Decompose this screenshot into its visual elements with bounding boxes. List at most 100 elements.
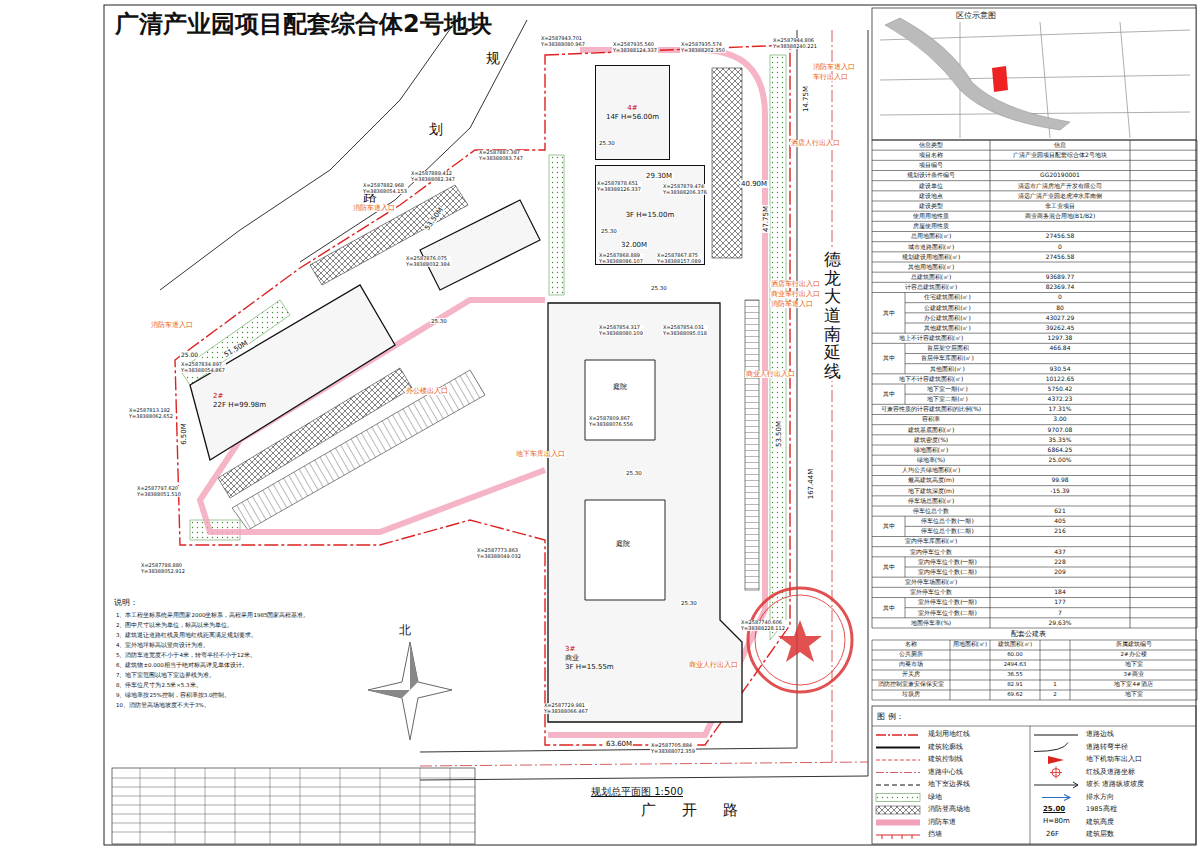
table-cell: 建筑基底面积(㎡) xyxy=(872,425,990,435)
legend-text: 红线及道路坐标 xyxy=(1086,768,1135,777)
legend-sample xyxy=(876,794,920,802)
note-line: 4、室外地坪标高以竖向设计为准。 xyxy=(115,642,211,648)
table-cell: 名称 xyxy=(872,640,950,650)
grid-line xyxy=(1130,140,1131,628)
grid-line xyxy=(872,262,1197,263)
dimension-label: 6.50M xyxy=(180,422,188,446)
entrance-label: 商业车行出入口 xyxy=(770,291,821,298)
legend-divider xyxy=(872,726,1196,844)
grid-line xyxy=(872,516,1197,517)
table-cell: 其他用地面积(㎡) xyxy=(872,262,990,272)
entrance-label: 消防车道入口 xyxy=(352,205,396,212)
coordinate-label: X=2587729.981 Y=38388066.467 xyxy=(543,703,589,714)
coordinate-label: X=2587943.701 Y=38388080.967 xyxy=(540,36,586,47)
elevation-label: 25.30 xyxy=(680,600,698,606)
table-cell: 0 xyxy=(990,242,1130,252)
coordinate-label: X=2587876.075 Y=38388032.384 xyxy=(405,256,451,267)
legend-text: 坡长 道路纵坡坡度 xyxy=(1086,780,1144,789)
table-cell: 城市道路面积(㎡) xyxy=(872,242,990,252)
table-cell: 总建筑面积(㎡) xyxy=(872,272,990,282)
table-cell: 项目编号 xyxy=(872,160,990,170)
grid-line xyxy=(872,424,1197,425)
table-cell: 其中 xyxy=(872,293,905,334)
table-cell: 建筑密度(%) xyxy=(872,435,990,445)
table-cell: 首层停车库面积(㎡) xyxy=(905,354,990,364)
grid-line xyxy=(872,434,1197,435)
coordinate-label: X=2587868.889 Y=38388086.107 xyxy=(598,253,644,264)
table-cell: 其他建筑面积(㎡) xyxy=(905,323,990,333)
table-cell: 地下室二期(㎡) xyxy=(905,394,990,404)
grid-line xyxy=(872,700,1197,701)
table-cell: 其中 xyxy=(872,598,905,618)
table-cell: 其中 xyxy=(872,557,905,577)
table-cell: 地下室一期(㎡) xyxy=(905,384,990,394)
grid-line xyxy=(1197,640,1198,700)
grid-line xyxy=(872,536,1197,537)
table-cell: 建设类型 xyxy=(872,201,990,211)
legend-text: 道路转弯半径 xyxy=(1086,743,1128,752)
table-cell: 82.91 xyxy=(990,680,1040,690)
table-cell: 7 xyxy=(990,608,1130,618)
grid-line xyxy=(872,282,1197,283)
table-cell: 停车场总面积(㎡) xyxy=(872,496,990,506)
table-cell: 930.54 xyxy=(990,364,1130,374)
grid-line xyxy=(872,211,1197,212)
table-cell: 清远广清产业园老虎冲水库南侧 xyxy=(990,191,1130,201)
legend-text: 道路边线 xyxy=(1086,730,1114,739)
table-cell: 清远市广清房地产开发有限公司 xyxy=(990,181,1130,191)
building-text: 3F H=15.00m xyxy=(626,211,675,220)
table-cell: 广清产业园项目配套综合体2号地块 xyxy=(990,150,1130,160)
entrance-label: 消防车道入口 xyxy=(770,301,814,308)
road-edge xyxy=(420,748,797,752)
entrance-label: 消防车道入口 xyxy=(150,322,194,329)
legend-text: 排水方向 xyxy=(1086,793,1114,802)
grid-line xyxy=(872,506,1197,507)
table-cell: 27456.58 xyxy=(990,252,1130,262)
table-cell: 项目名称 xyxy=(872,150,990,160)
grid-line xyxy=(872,343,1197,344)
sheet-frame xyxy=(104,5,1196,845)
building-text: 3# xyxy=(565,645,614,654)
coordinate-label: X=2587834.897 Y=38388054.867 xyxy=(180,362,226,373)
courtyard-label: 庭院 xyxy=(612,383,628,391)
grid-line xyxy=(990,140,991,628)
table-cell: 停车位总个数(二期) xyxy=(905,526,990,536)
coordinate-label: X=2587878.651 Y=38388126.337 xyxy=(596,181,642,192)
grid-line xyxy=(872,690,1197,691)
table-cell: 非工业项目 xyxy=(990,201,1130,211)
location-map-site xyxy=(992,66,1008,92)
entrance-label: 消防车道入口 xyxy=(812,64,856,71)
legend-text: 消防车道 xyxy=(928,818,956,827)
legend-sample-text: H=80m xyxy=(1042,817,1071,825)
coordinate-label: X=2587773.863 Y=38388049.032 xyxy=(476,548,522,559)
elevation-label: 25.00 xyxy=(180,352,199,359)
legend-heading: 图 例： xyxy=(876,712,905,721)
table-cell: 室内停车位个数(二期) xyxy=(905,567,990,577)
table-cell: 公建建筑面积(㎡) xyxy=(905,303,990,313)
grid-line xyxy=(1197,140,1198,628)
grid-line xyxy=(905,607,1197,608)
grid-line xyxy=(872,160,1197,161)
grid-line xyxy=(872,384,1197,385)
legend-sample xyxy=(1048,756,1064,764)
dimension-label: 47.75M xyxy=(762,205,770,233)
table-cell: 规划建设用地面积(㎡) xyxy=(872,252,990,262)
legend-text: 绿地 xyxy=(928,793,942,802)
table-cell: 室外停车场面积(㎡) xyxy=(872,577,990,587)
table-cell: 2 xyxy=(1040,690,1070,700)
grid-line xyxy=(872,640,873,700)
table-cell: 17.31% xyxy=(990,404,1130,414)
grid-line xyxy=(872,640,1197,641)
table-cell: 停车位总个数(一期) xyxy=(905,516,990,526)
coordinate-label: X=2587813.182 Y=38388062.652 xyxy=(128,408,174,419)
coordinate-label: X=2587854.031 Y=38388095.018 xyxy=(662,325,708,336)
legend-text: 1985高程 xyxy=(1086,805,1117,814)
legend-text: 道路中心线 xyxy=(928,768,963,777)
table-cell: 公共厕所 xyxy=(872,650,950,660)
coordinate-label: X=2587797.620 Y=38388051.510 xyxy=(136,486,182,497)
table-cell: 地下室 xyxy=(1070,690,1197,700)
legend-text: 消防登高场地 xyxy=(928,805,970,814)
table-cell: 建筑面积(㎡) xyxy=(990,640,1040,650)
table-cell: 228 xyxy=(990,557,1130,567)
legend-sample xyxy=(1050,767,1062,779)
